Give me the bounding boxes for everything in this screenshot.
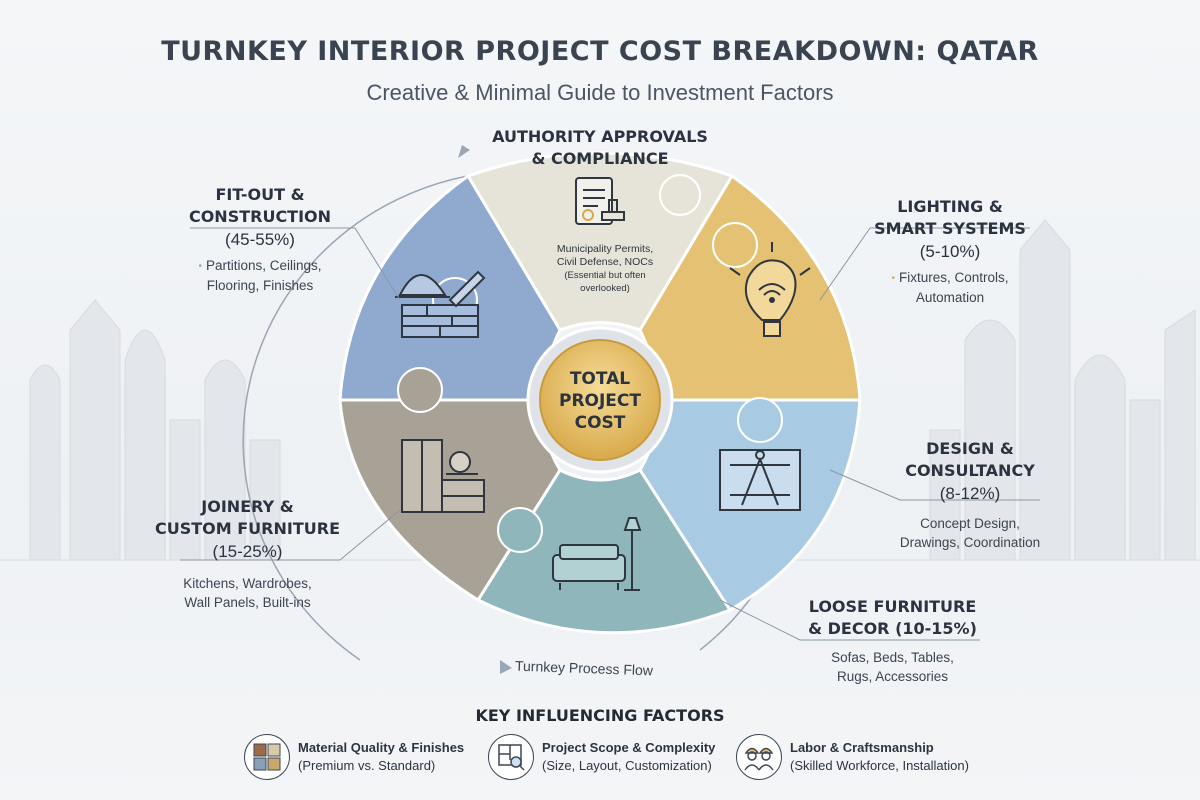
design-heading: DESIGN & CONSULTANCY — [905, 439, 1035, 480]
design-percentage: (8-12%) — [939, 484, 1001, 503]
blueprint-compass-icon — [719, 449, 801, 511]
workers-icon — [736, 734, 782, 780]
factor-material-name: Material Quality & Finishes — [298, 740, 465, 755]
hardhat-trowel-icon — [395, 270, 486, 338]
bullet-icon: • — [198, 260, 202, 272]
center-disc — [539, 339, 661, 461]
bullet-icon: • — [891, 272, 895, 284]
authority-desc-line2: Civil Defense, NOCs — [556, 256, 654, 268]
factor-scope: Project Scope & Complexity (Size, Layout… — [488, 734, 715, 780]
lighting-description: •Fixtures, Controls, Automation — [860, 268, 1040, 307]
joinery-description: Kitchens, Wardrobes, Wall Panels, Built-… — [183, 576, 312, 610]
design-description: Concept Design, Drawings, Coordination — [899, 516, 1041, 550]
page-subtitle: Creative & Minimal Guide to Investment F… — [366, 80, 834, 105]
authority-description: Municipality Permits, Civil Defense, NOC… — [540, 243, 670, 295]
loose-heading: LOOSE FURNITURE & DECOR (10-15%) — [808, 597, 977, 638]
knob-authority — [659, 174, 701, 216]
center-line3: COST — [574, 413, 626, 433]
process-arrow-top — [458, 145, 470, 158]
label-authority: AUTHORITY APPROVALS & COMPLIANCE — [470, 126, 730, 170]
lighting-desc-text: Fixtures, Controls, Automation — [898, 270, 1009, 305]
factor-material-sub: (Premium vs. Standard) — [298, 758, 436, 773]
center-line1: TOTAL — [569, 369, 631, 389]
joinery-percentage: (15-25%) — [212, 542, 283, 561]
sofa-lamp-icon — [552, 517, 642, 591]
authority-heading: AUTHORITY APPROVALS & COMPLIANCE — [492, 127, 708, 168]
factor-scope-name: Project Scope & Complexity — [542, 740, 716, 755]
factor-labor-sub: (Skilled Workforce, Installation) — [790, 758, 969, 773]
fitout-desc-text: Partitions, Ceilings, Flooring, Finishes — [205, 258, 322, 293]
knob-lighting — [712, 222, 758, 268]
label-joinery: JOINERY & CUSTOM FURNITURE (15-25%) Kitc… — [150, 496, 345, 612]
factor-labor-name: Labor & Craftsmanship — [790, 740, 934, 755]
knob-design — [737, 397, 783, 443]
fitout-percentage: (45-55%) — [225, 230, 295, 249]
label-loose: LOOSE FURNITURE & DECOR (10-15%) Sofas, … — [800, 596, 985, 686]
joinery-heading: JOINERY & CUSTOM FURNITURE — [154, 497, 340, 538]
material-swatches-icon — [244, 734, 290, 780]
lighting-heading: LIGHTING & SMART SYSTEMS — [874, 197, 1026, 238]
lighting-percentage: (5-10%) — [919, 242, 981, 261]
document-stamp-icon — [575, 177, 625, 225]
authority-desc-line1: Municipality Permits, — [556, 243, 654, 255]
label-lighting: LIGHTING & SMART SYSTEMS (5-10%) •Fixtur… — [860, 196, 1040, 307]
center-label: TOTAL PROJECT COST — [540, 368, 660, 434]
page-title: TURNKEY INTERIOR PROJECT COST BREAKDOWN:… — [161, 36, 1039, 67]
authority-note: (Essential but often overlooked) — [564, 270, 646, 294]
loose-description: Sofas, Beds, Tables, Rugs, Accessories — [831, 650, 954, 684]
process-arrow-bottom — [500, 660, 512, 674]
fitout-description: •Partitions, Ceilings, Flooring, Finishe… — [175, 256, 345, 295]
factor-scope-sub: (Size, Layout, Customization) — [542, 758, 712, 773]
center-line2: PROJECT — [558, 391, 641, 411]
knob-loose — [497, 507, 543, 553]
factor-labor: Labor & Craftsmanship (Skilled Workforce… — [736, 734, 969, 780]
factors-title: KEY INFLUENCING FACTORS — [475, 706, 725, 725]
floorplan-magnifier-icon — [488, 734, 534, 780]
label-design: DESIGN & CONSULTANCY (8-12%) Concept Des… — [880, 438, 1060, 552]
factor-material: Material Quality & Finishes (Premium vs.… — [244, 734, 464, 780]
cabinet-saw-icon — [401, 439, 485, 513]
smart-bulb-icon — [729, 242, 811, 337]
fitout-heading: FIT-OUT & CONSTRUCTION — [188, 185, 332, 226]
knob-joinery — [397, 367, 443, 413]
label-fitout: FIT-OUT & CONSTRUCTION (45-55%) •Partiti… — [175, 184, 345, 295]
